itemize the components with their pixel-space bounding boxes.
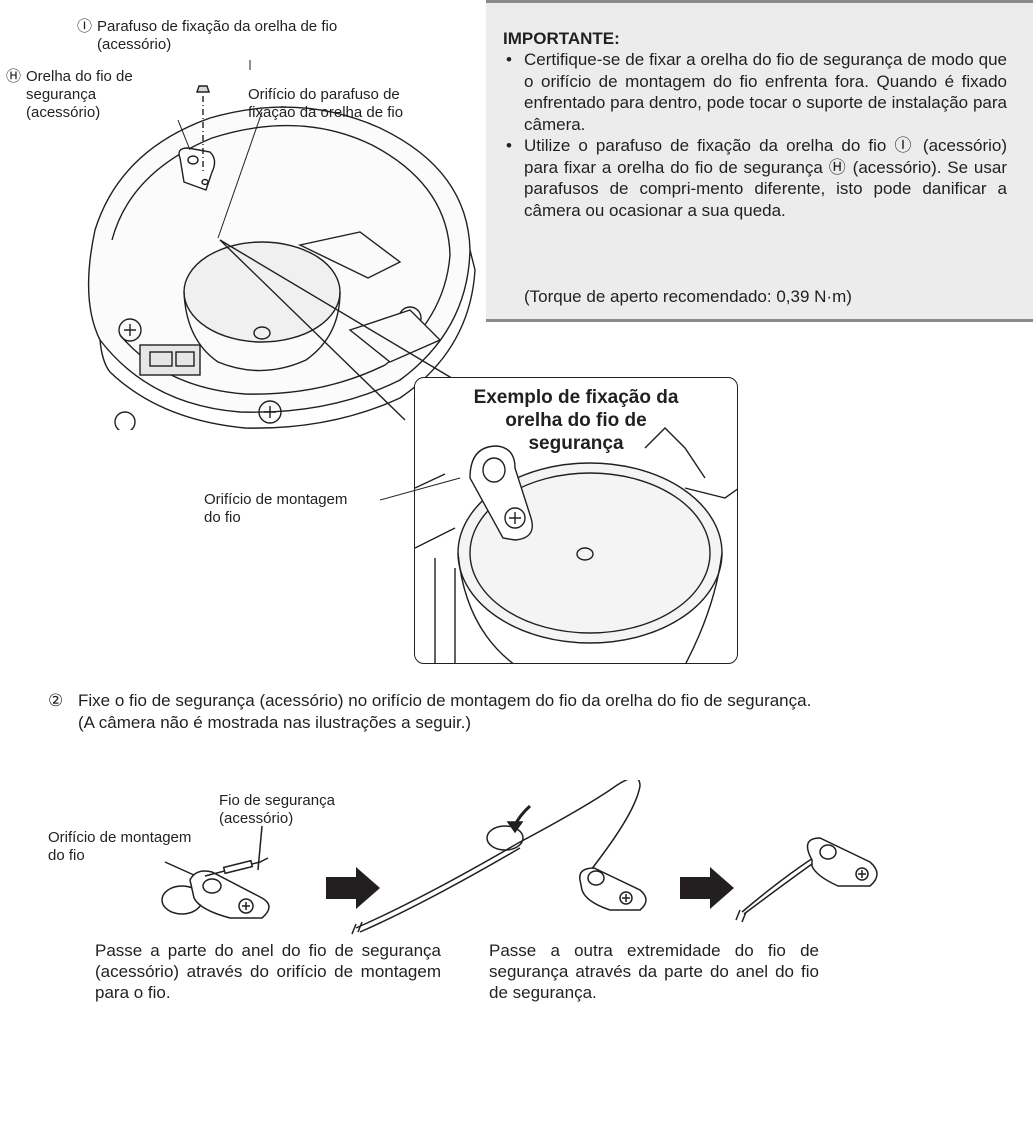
important-notice: IMPORTANTE: Certifique-se de fixar a ore… (486, 0, 1033, 322)
wire-label-line2: (acessório) (219, 810, 294, 827)
torque-note: (Torque de aperto recomendado: 0,39 N·m) (524, 287, 852, 306)
wire-label-line1: Fio de segurança (219, 792, 335, 809)
ear-label-line3: (acessório) (26, 104, 101, 121)
step-text-line1: Fixe o fio de segurança (acessório) no o… (78, 691, 812, 710)
inset-title-line1: Exemplo de fixação da (473, 387, 679, 408)
inset-hole-leader (380, 477, 461, 501)
caption-left: Passe a parte do anel do fio de seguranç… (95, 941, 441, 1002)
camera-base-illustration (87, 60, 476, 430)
inset-hole-label-line1: Orifício de montagem (204, 491, 348, 508)
screw-label-marker: Ⓘ (77, 18, 93, 35)
important-bullets: Certifique-se de fixar a orelha do fio d… (502, 49, 1007, 221)
important-bullet: Utilize o parafuso de fixação da orelha … (502, 135, 1007, 221)
important-title: IMPORTANTE: (503, 29, 620, 48)
wire-steps-illustration (161, 780, 878, 935)
mounting-example-inset: Exemplo de fixação da orelha do fio de s… (414, 377, 738, 664)
inset-illustration (415, 427, 737, 663)
inset-hole-label-line2: do fio (204, 509, 241, 526)
inset-title-line3: segurança (528, 433, 624, 454)
screw-label-line1: Parafuso de fixação da orelha de fio (97, 18, 338, 35)
bottom-hole-label-line2: do fio (48, 847, 85, 864)
caption-right: Passe a outra extremidade do fio de segu… (489, 941, 819, 1002)
important-bullet: Certifique-se de fixar a orelha do fio d… (502, 49, 1007, 135)
step-number: ② (48, 691, 64, 710)
step-text-line2: (A câmera não é mostrada nas ilustrações… (78, 713, 472, 732)
screw-label-line2: (acessório) (97, 36, 172, 53)
hole-screw-label-line1: Orifício do parafuso de (248, 86, 400, 103)
inset-title-line2: orelha do fio de (505, 410, 647, 431)
hole-screw-label-line2: fixação da orelha de fio (248, 104, 404, 121)
bottom-hole-label-line1: Orifício de montagem (48, 829, 192, 846)
ear-label-line2: segurança (26, 86, 97, 103)
ear-label-marker: Ⓗ (6, 68, 22, 85)
ear-label-line1: Orelha do fio de (26, 68, 133, 85)
inset-title: Exemplo de fixação da orelha do fio de s… (415, 386, 737, 455)
